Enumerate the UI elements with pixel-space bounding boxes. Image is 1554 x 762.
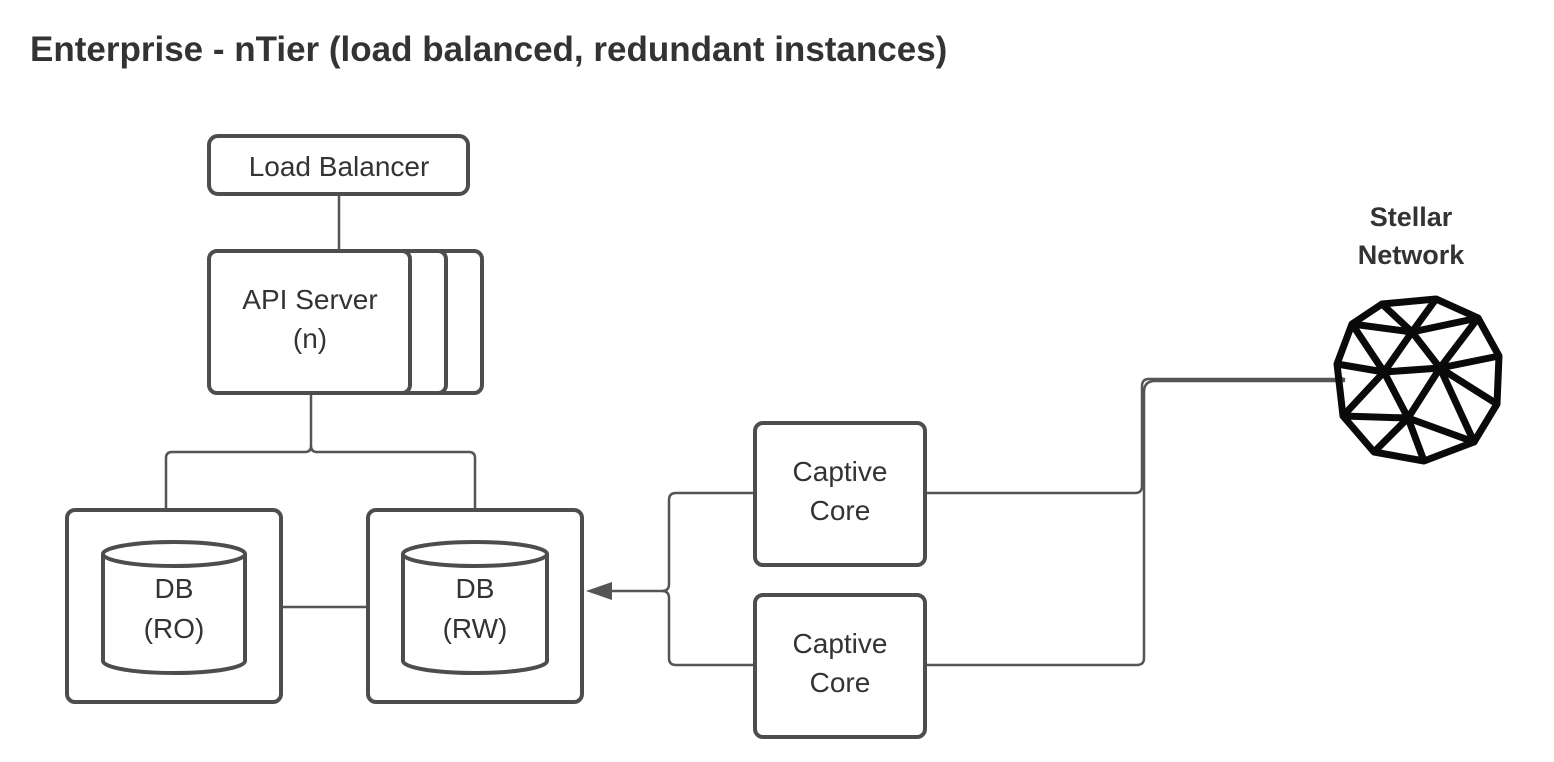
connector-captive-core-1-to-network [925,374,1346,495]
load-balancer-node: Load Balancer [207,134,470,196]
db-ro-cylinder-icon [101,554,247,675]
arrowhead-into-db-rw [586,582,612,600]
stellar-network-sublabel: Network [1358,240,1466,270]
connector-captive-core-1-to-db-rw [598,491,755,593]
db-ro-node: DB (RO) [65,508,283,704]
diagram-title: Enterprise - nTier (load balanced, redun… [30,30,948,69]
captive-core-2-sublabel: Core [810,667,871,698]
stellar-network-node: Stellar Network [1333,202,1503,465]
db-ro-cylinder-top [101,540,247,568]
api-server-node: API Server (n) [207,249,484,395]
geodesic-sphere-icon [1333,295,1503,465]
captive-core-node-2: Captive Core [753,593,927,739]
load-balancer-label: Load Balancer [249,151,430,182]
captive-core-node-1: Captive Core [753,421,927,567]
db-rw-cylinder-top [401,540,549,568]
stellar-network-label: Stellar [1370,202,1453,232]
api-server-instance-front [207,249,412,395]
connector-api-to-dbs [164,394,477,510]
db-rw-cylinder-icon [401,554,549,675]
api-server-label: API Server [242,284,377,315]
captive-core-1-label: Captive [793,456,888,487]
db-ro-label: DB [155,573,194,604]
db-rw-node: DB (RW) [366,508,584,704]
api-server-count-label: (n) [293,323,327,354]
connectors [164,195,1346,667]
captive-core-2-label: Captive [793,628,888,659]
db-rw-mode-label: (RW) [443,613,508,644]
db-rw-label: DB [456,573,495,604]
connector-captive-core-2-to-network [925,379,1345,667]
connector-captive-core-2-to-db-rw [661,589,755,667]
captive-core-1-sublabel: Core [810,495,871,526]
db-ro-mode-label: (RO) [144,613,205,644]
